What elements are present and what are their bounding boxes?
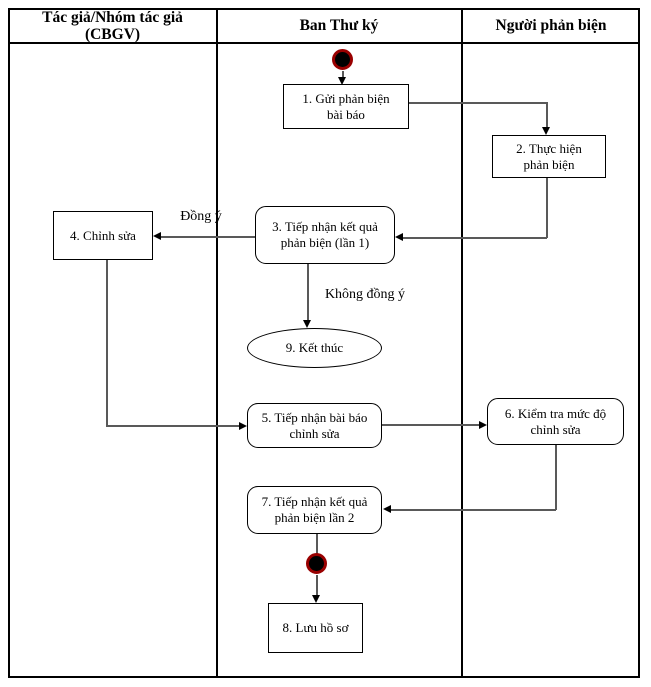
lane-header-author: Tác giả/Nhóm tác giả (CBGV) xyxy=(42,8,183,43)
lane-divider-secretary-reviewer xyxy=(461,8,463,678)
edge-n3-n9-vline xyxy=(307,264,309,321)
activity-receive-result-round2: 7. Tiếp nhận kết quả phản biện lần 2 xyxy=(247,486,382,534)
activity-receive-result-round1: 3. Tiếp nhận kết quả phản biện (lần 1) xyxy=(255,206,395,264)
edge-n6-n7-arrowhead-icon xyxy=(383,505,391,513)
activity-receive-revised-paper: 5. Tiếp nhận bài báo chỉnh sửa xyxy=(247,403,382,448)
lane-divider-author-secretary xyxy=(216,8,218,678)
header-row-divider xyxy=(8,42,640,44)
edge-label-agree: Đồng ý xyxy=(180,209,222,224)
activity-save-records: 8. Lưu hồ sơ xyxy=(268,603,363,653)
start-node-2 xyxy=(306,553,327,574)
edge-n1-n2-vline xyxy=(546,102,548,128)
edge-start2-n8-line xyxy=(316,575,318,596)
lane-header-reviewer: Người phản biện xyxy=(495,17,607,34)
edge-n6-n7-hline xyxy=(391,509,556,511)
edge-n6-n7-vline xyxy=(555,445,557,510)
edge-n7-start2-line xyxy=(316,534,318,554)
edge-start2-n8-arrowhead-icon xyxy=(312,595,320,603)
end-node-ellipse: 9. Kết thúc xyxy=(247,328,382,368)
edge-n1-n2-hline xyxy=(409,102,547,104)
edge-n3-n9-arrowhead-icon xyxy=(303,320,311,328)
edge-n2-n3-hline xyxy=(403,237,547,239)
edge-start1-n1-line xyxy=(342,71,344,78)
edge-n3-n4-hline xyxy=(161,236,255,238)
edge-n2-n3-vline xyxy=(546,178,548,238)
activity-perform-review: 2. Thực hiện phản biện xyxy=(492,135,606,178)
edge-n5-n6-hline xyxy=(382,424,479,426)
edge-label-disagree: Không đồng ý xyxy=(324,287,406,302)
edge-n4-n5-arrowhead-icon xyxy=(239,422,247,430)
activity-send-review: 1. Gửi phản biện bài báo xyxy=(283,84,409,129)
table-outer-border xyxy=(8,8,640,678)
edge-n2-n3-arrowhead-icon xyxy=(395,233,403,241)
edge-n4-n5-hline xyxy=(106,425,239,427)
activity-check-revision-level: 6. Kiểm tra mức độ chỉnh sửa xyxy=(487,398,624,445)
start-node-1 xyxy=(332,49,353,70)
edge-n4-n5-vline xyxy=(106,260,108,427)
edge-start1-n1-arrowhead-icon xyxy=(338,77,346,85)
edge-n3-n4-arrowhead-icon xyxy=(153,232,161,240)
edge-n5-n6-arrowhead-icon xyxy=(479,421,487,429)
edge-n1-n2-arrowhead-icon xyxy=(542,127,550,135)
lane-header-secretary: Ban Thư ký xyxy=(299,17,379,34)
activity-revise: 4. Chỉnh sửa xyxy=(53,211,153,260)
